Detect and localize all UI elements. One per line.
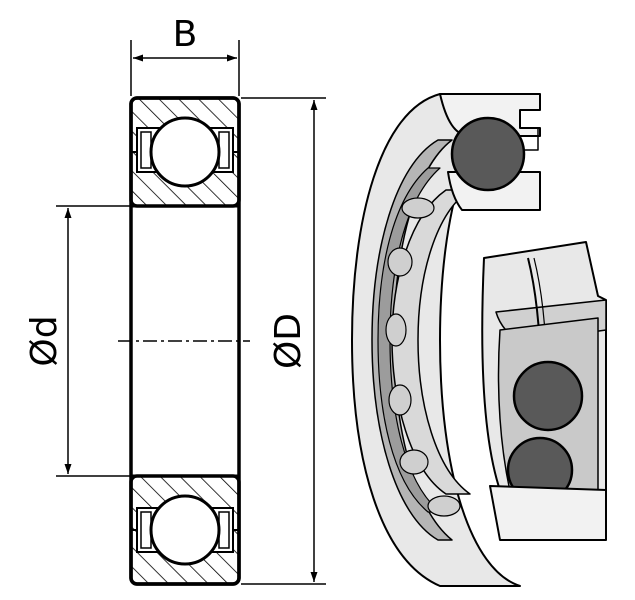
dimension-outer-diameter: ØD xyxy=(241,97,326,585)
front-bottom-lip xyxy=(489,485,607,541)
bottom-ring-section xyxy=(129,474,241,586)
top-cutaway-ball xyxy=(450,116,526,192)
bottom-ball xyxy=(149,494,221,566)
inner-diameter-label: Ød xyxy=(24,315,65,366)
cross-section xyxy=(118,96,250,586)
front-ball-1 xyxy=(512,360,584,432)
bearing-3d-cutaway xyxy=(351,93,607,587)
outer-diameter-label: ØD xyxy=(268,313,309,369)
background-balls xyxy=(385,197,461,517)
dimension-inner-diameter: Ød xyxy=(24,205,131,477)
dimension-width: B xyxy=(130,14,240,96)
width-label: B xyxy=(173,14,198,55)
top-ring-section xyxy=(129,96,241,208)
top-ball xyxy=(149,116,221,188)
